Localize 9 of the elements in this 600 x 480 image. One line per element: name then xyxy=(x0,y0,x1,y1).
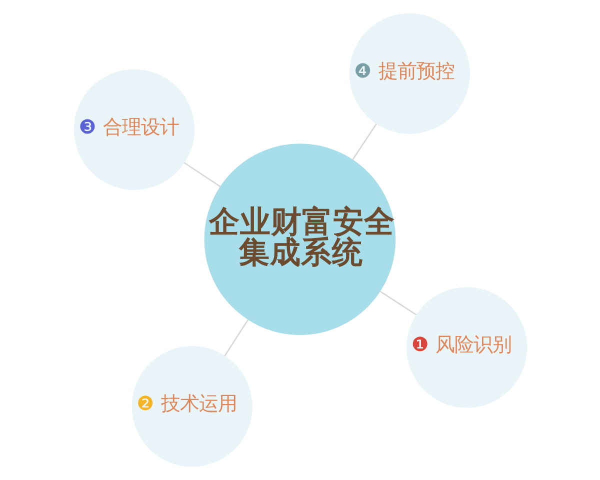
node-circle: 企业财富安全集成系统 xyxy=(204,144,396,336)
node-circle: ❷ 技术运用 xyxy=(131,346,252,467)
connector xyxy=(351,123,377,160)
connector xyxy=(224,319,248,356)
connector xyxy=(183,162,220,188)
node-circle: ❹ 提前预控 xyxy=(348,13,470,134)
connector xyxy=(379,290,416,316)
node-circle: ❸ 合理设计 xyxy=(73,69,194,190)
node-circle: ❶ 风险识别 xyxy=(406,287,527,408)
